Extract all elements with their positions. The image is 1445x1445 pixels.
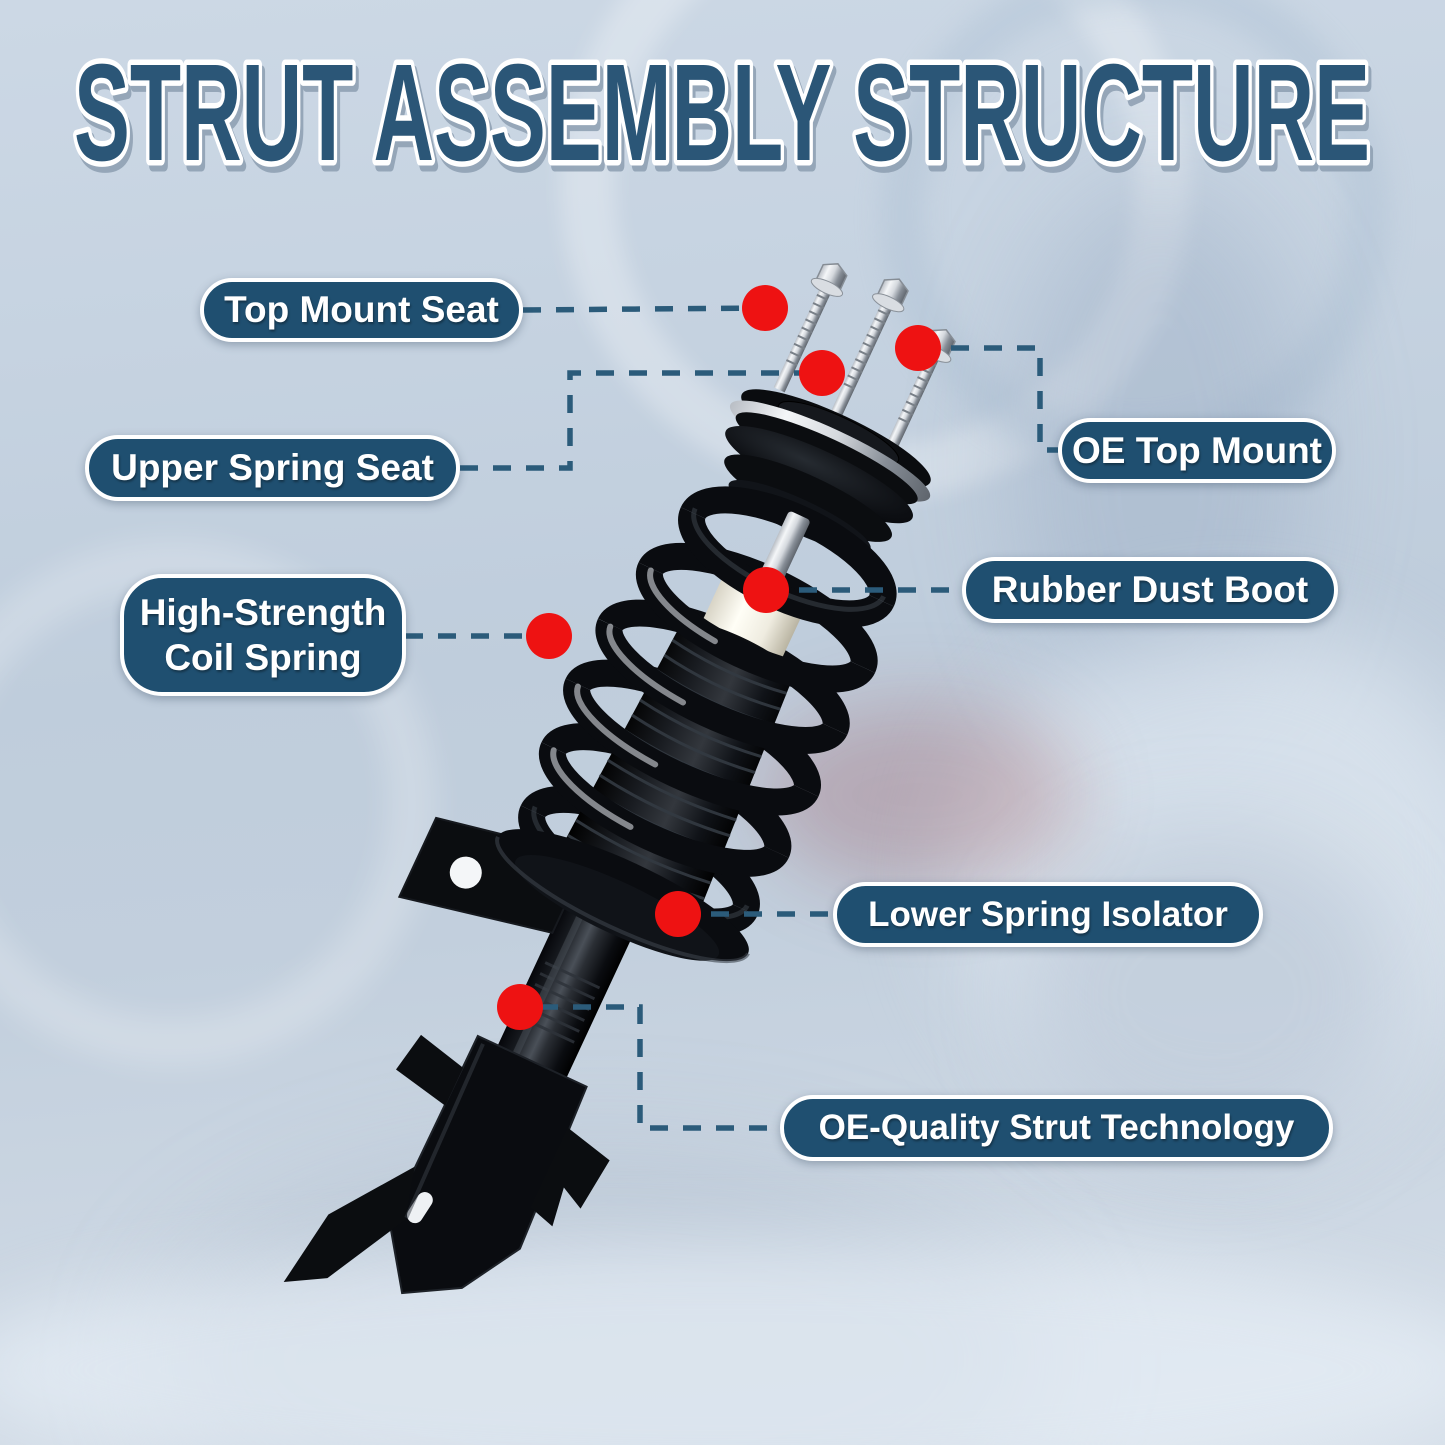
label-lower-spring-isolator: Lower Spring Isolator	[833, 882, 1263, 947]
label-upper-spring-seat: Upper Spring Seat	[85, 435, 460, 501]
marker-dot-upper-spring-seat	[799, 350, 845, 396]
marker-dot-rubber-dust-boot	[743, 567, 789, 613]
mount-bolts	[773, 263, 956, 448]
marker-dot-oe-quality-strut-technology	[497, 984, 543, 1030]
label-high-strength-line1: High-Strength	[139, 591, 387, 633]
label-rubber-dust-boot-text: Rubber Dust Boot	[991, 569, 1309, 610]
top-mount	[724, 389, 931, 553]
knuckle-bracket	[283, 1034, 610, 1295]
label-rubber-dust-boot: Rubber Dust Boot	[962, 557, 1338, 623]
connector-top-mount-seat	[522, 305, 766, 313]
strut-assembly-photo	[283, 263, 956, 1295]
label-oe-quality-strut-technology: OE-Quality Strut Technology	[780, 1095, 1333, 1161]
label-upper-spring-seat-text: Upper Spring Seat	[111, 447, 434, 488]
label-oe-top-mount-text: OE Top Mount	[1071, 429, 1323, 471]
label-lower-spring-isolator-text: Lower Spring Isolator	[868, 894, 1228, 934]
page-title-art: STRUT ASSEMBLY STRUCTURE	[69, 38, 1376, 196]
marker-dot-high-strength-coil-spring	[526, 613, 572, 659]
page-title: STRUT ASSEMBLY STRUCTURE	[74, 38, 1370, 190]
label-oe-top-mount: OE Top Mount	[1058, 418, 1336, 483]
connector-upper-spring-seat	[460, 370, 822, 471]
label-top-mount-seat: Top Mount Seat	[200, 278, 523, 342]
marker-dot-lower-spring-isolator	[655, 891, 701, 937]
label-high-strength-line2: Coil Spring	[164, 637, 362, 678]
connector-oe-quality-strut-technology	[540, 1004, 780, 1131]
marker-dot-top-mount-seat	[742, 285, 788, 331]
connector-oe-top-mount	[918, 345, 1058, 453]
marker-dot-oe-top-mount	[895, 325, 941, 371]
label-oe-quality-strut-technology-text: OE-Quality Strut Technology	[818, 1108, 1295, 1147]
label-high-strength-coil-spring: High-Strength Coil Spring	[120, 574, 406, 696]
label-top-mount-seat-text: Top Mount Seat	[224, 289, 499, 330]
